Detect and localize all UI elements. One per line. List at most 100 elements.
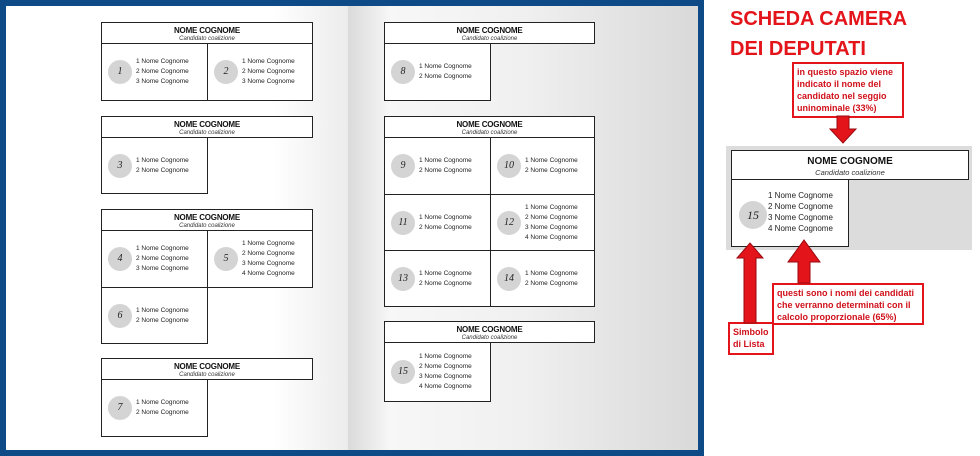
legend-title-line: SCHEDA CAMERA xyxy=(730,8,908,30)
sample-candidate-header: NOME COGNOME Candidato coalizione xyxy=(731,150,969,180)
list-candidate: 1 Nome Cognome xyxy=(136,306,189,314)
list-candidate: 2 Nome Cognome xyxy=(419,73,472,80)
list-candidate: 1 Nome Cognome xyxy=(525,269,578,277)
sample-list-candidate: 1 Nome Cognome xyxy=(768,191,833,200)
list-candidate: 3 Nome Cognome xyxy=(136,265,189,272)
list-candidate: 1 Nome Cognome xyxy=(419,63,472,70)
candidate-coalition: Candidato coalizione xyxy=(179,36,235,42)
list-cell: 7 1 Nome Cognome 2 Nome Cognome xyxy=(101,379,208,437)
list-candidate: 2 Nome Cognome xyxy=(419,363,472,370)
list-candidate: 1 Nome Cognome xyxy=(525,157,578,164)
sample-list-candidate: 4 Nome Cognome xyxy=(768,224,833,233)
list-cell: 14 1 Nome Cognome 2 Nome Cognome xyxy=(490,250,595,307)
list-symbol: 12 xyxy=(497,210,521,235)
arrow-up-icon xyxy=(787,239,821,284)
candidate-coalition: Candidato coalizione xyxy=(179,223,235,229)
list-candidate: 1 Nome Cognome xyxy=(419,269,472,277)
list-candidate: 4 Nome Cognome xyxy=(242,270,295,277)
candidate-name: NOME COGNOME xyxy=(456,26,523,35)
arrow-up-icon xyxy=(735,242,765,324)
candidate-names: 1 Nome Cognome 2 Nome Cognome xyxy=(525,156,578,176)
list-symbol: 10 xyxy=(497,154,521,178)
list-candidate: 2 Nome Cognome xyxy=(419,167,472,174)
list-cell: 15 1 Nome Cognome 2 Nome Cognome 3 Nome … xyxy=(384,342,491,402)
list-cell: 5 1 Nome Cognome 2 Nome Cognome 3 Nome C… xyxy=(207,230,313,288)
sample-list-cell: 15 1 Nome Cognome 2 Nome Cognome 3 Nome … xyxy=(731,179,849,247)
list-cell: 10 1 Nome Cognome 2 Nome Cognome xyxy=(490,137,595,195)
arrow-down-icon xyxy=(828,115,858,144)
list-candidate: 1 Nome Cognome xyxy=(136,58,189,65)
candidate-coalition: Candidato coalizione xyxy=(461,36,518,42)
list-candidate: 2 Nome Cognome xyxy=(136,166,189,174)
candidate-names: 1 Nome Cognome 2 Nome Cognome xyxy=(136,306,189,326)
list-candidate: 1 Nome Cognome xyxy=(525,203,578,211)
list-symbol: 4 xyxy=(108,247,132,271)
note-uninominal: in questo spazio viene indicato il nome … xyxy=(792,62,904,118)
candidate-name: NOME COGNOME xyxy=(173,26,241,35)
candidate-names: 1 Nome Cognome 2 Nome Cognome xyxy=(419,156,472,176)
candidate-name: NOME COGNOME xyxy=(173,362,241,371)
candidate-coalition: Candidato coalizione xyxy=(179,130,235,136)
list-symbol: 1 xyxy=(108,60,132,84)
list-candidate: 2 Nome Cognome xyxy=(419,223,472,231)
sample-candidate-coalition: Candidato coalizione xyxy=(815,168,885,177)
list-candidate: 2 Nome Cognome xyxy=(419,279,472,287)
list-candidate: 1 Nome Cognome xyxy=(242,58,295,65)
sample-candidate-names: 1 Nome Cognome 2 Nome Cognome 3 Nome Cog… xyxy=(768,190,833,234)
candidate-coalition: Candidato coalizione xyxy=(461,335,518,341)
list-candidate: 2 Nome Cognome xyxy=(242,68,295,75)
list-cell: 6 1 Nome Cognome 2 Nome Cognome xyxy=(101,287,208,344)
list-symbol: 13 xyxy=(391,266,415,291)
sample-candidate-name: NOME COGNOME xyxy=(807,156,893,167)
list-candidate: 2 Nome Cognome xyxy=(136,409,189,416)
list-candidate: 1 Nome Cognome xyxy=(419,353,472,360)
list-cell: 13 1 Nome Cognome 2 Nome Cognome xyxy=(384,250,491,307)
candidate-names: 1 Nome Cognome 2 Nome Cognome xyxy=(419,213,472,233)
list-symbol: 6 xyxy=(108,303,132,328)
list-symbol: 15 xyxy=(391,360,415,384)
note-list-symbol: Simbolo di Lista xyxy=(728,322,774,355)
list-candidate: 2 Nome Cognome xyxy=(525,279,578,287)
candidate-names: 1 Nome Cognome 2 Nome Cognome 3 Nome Cog… xyxy=(525,203,578,243)
candidate-name: NOME COGNOME xyxy=(173,120,241,129)
candidate-name: NOME COGNOME xyxy=(456,325,523,334)
list-candidate: 3 Nome Cognome xyxy=(419,373,472,380)
list-candidate: 2 Nome Cognome xyxy=(525,167,578,174)
candidate-names: 1 Nome Cognome 2 Nome Cognome 3 Nome Cog… xyxy=(136,57,189,87)
list-symbol: 14 xyxy=(497,266,521,291)
list-candidate: 3 Nome Cognome xyxy=(136,78,189,85)
list-candidate: 3 Nome Cognome xyxy=(525,223,578,231)
legend-title: SCHEDA CAMERA DEI DEPUTATI xyxy=(730,4,970,64)
list-symbol: 7 xyxy=(108,396,132,420)
candidate-coalition: Candidato coalizione xyxy=(179,372,235,378)
legend-title-line: DEI DEPUTATI xyxy=(730,38,866,60)
list-cell: 4 1 Nome Cognome 2 Nome Cognome 3 Nome C… xyxy=(101,230,208,288)
candidate-name: NOME COGNOME xyxy=(456,120,523,129)
candidate-name: NOME COGNOME xyxy=(173,213,241,222)
candidate-names: 1 Nome Cognome 2 Nome Cognome 3 Nome Cog… xyxy=(242,57,295,87)
sample-list-candidate: 3 Nome Cognome xyxy=(768,213,833,222)
candidate-names: 1 Nome Cognome 2 Nome Cognome xyxy=(136,398,189,418)
list-candidate: 2 Nome Cognome xyxy=(136,316,189,324)
list-symbol: 8 xyxy=(391,60,415,84)
candidate-names: 1 Nome Cognome 2 Nome Cognome xyxy=(419,269,472,289)
list-symbol: 5 xyxy=(214,247,238,271)
list-candidate: 2 Nome Cognome xyxy=(136,255,189,262)
sample-list-symbol: 15 xyxy=(739,201,767,229)
list-candidate: 2 Nome Cognome xyxy=(242,250,295,257)
candidate-names: 1 Nome Cognome 2 Nome Cognome xyxy=(419,62,472,82)
list-cell: 3 1 Nome Cognome 2 Nome Cognome xyxy=(101,137,208,194)
list-candidate: 1 Nome Cognome xyxy=(242,240,295,247)
list-candidate: 4 Nome Cognome xyxy=(419,383,472,390)
candidate-names: 1 Nome Cognome 2 Nome Cognome xyxy=(136,156,189,176)
list-candidate: 1 Nome Cognome xyxy=(136,399,189,406)
sample-list-candidate: 2 Nome Cognome xyxy=(768,202,833,211)
candidate-names: 1 Nome Cognome 2 Nome Cognome 3 Nome Cog… xyxy=(136,244,189,274)
candidate-names: 1 Nome Cognome 2 Nome Cognome 3 Nome Cog… xyxy=(242,239,295,279)
list-candidate: 3 Nome Cognome xyxy=(242,260,295,267)
list-symbol: 2 xyxy=(214,60,238,84)
list-candidate: 1 Nome Cognome xyxy=(419,213,472,221)
candidate-coalition: Candidato coalizione xyxy=(461,130,518,136)
list-cell: 2 1 Nome Cognome 2 Nome Cognome 3 Nome C… xyxy=(207,43,313,101)
list-cell: 12 1 Nome Cognome 2 Nome Cognome 3 Nome … xyxy=(490,194,595,251)
